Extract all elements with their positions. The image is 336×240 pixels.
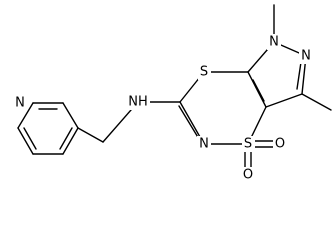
sulfonyl-oxygen-bottom-mask (241, 167, 255, 183)
bond-c3-methyl (301, 93, 332, 111)
bond-c7a-c3a (247, 71, 267, 108)
amine-nh: NH (127, 94, 150, 110)
bond-pyridine-2 (17, 127, 34, 155)
sulfonyl-oxygen-right-label: O (275, 137, 285, 152)
pyridine-nitrogen-label: N (15, 96, 25, 111)
bond-c7a-c3a-inner (252, 79, 265, 102)
pyrazole-n1-mask (267, 34, 281, 50)
pyrazole-n2-label: N (301, 49, 311, 64)
bond-pyridine-5 (62, 102, 79, 129)
sulfonyl-oxygen-bottom: O (241, 167, 255, 183)
pyridine-nitrogen-mask (13, 95, 27, 111)
atom-label-layer: N NH S N N N S O (13, 34, 313, 183)
bond-pyridine-2-inner (23, 127, 37, 150)
sulfonyl-oxygen-bottom-label: O (243, 168, 253, 183)
thioether-sulfur-label: S (200, 65, 208, 80)
ring-nitrogen-mask (197, 136, 211, 152)
pyridine-nitrogen: N (13, 95, 27, 111)
ring-nitrogen: N (197, 136, 211, 152)
amine-nh-label: NH (128, 95, 148, 110)
sulfonyl-sulfur-label: S (244, 137, 252, 152)
bond-pyridine-4 (62, 127, 79, 155)
bond-n2-c3-inner (296, 61, 302, 90)
bond-pyridine-1 (17, 102, 34, 129)
ring-nitrogen-label: N (199, 137, 209, 152)
pyrazole-n2-mask (299, 48, 313, 64)
thioether-sulfur-mask (198, 64, 211, 80)
sulfonyl-sulfur: S (242, 136, 255, 152)
amine-nh-mask (127, 94, 150, 110)
chemical-structure-diagram: N NH S N N N S O (13, 4, 332, 183)
pyrazole-n1-label: N (269, 35, 279, 50)
bond-c3-c3a (265, 93, 303, 108)
bond-ring-ch2 (77, 127, 104, 143)
sulfonyl-oxygen-right: O (273, 136, 287, 152)
bond-n-c-double (178, 105, 200, 140)
sulfonyl-sulfur-mask (242, 136, 255, 152)
sulfonyl-oxygen-right-mask (273, 136, 287, 152)
thioether-sulfur: S (198, 64, 211, 80)
pyrazole-n2: N (299, 48, 313, 64)
bond-pyridine-4-inner (59, 127, 73, 150)
pyrazole-n1: N (267, 34, 281, 50)
